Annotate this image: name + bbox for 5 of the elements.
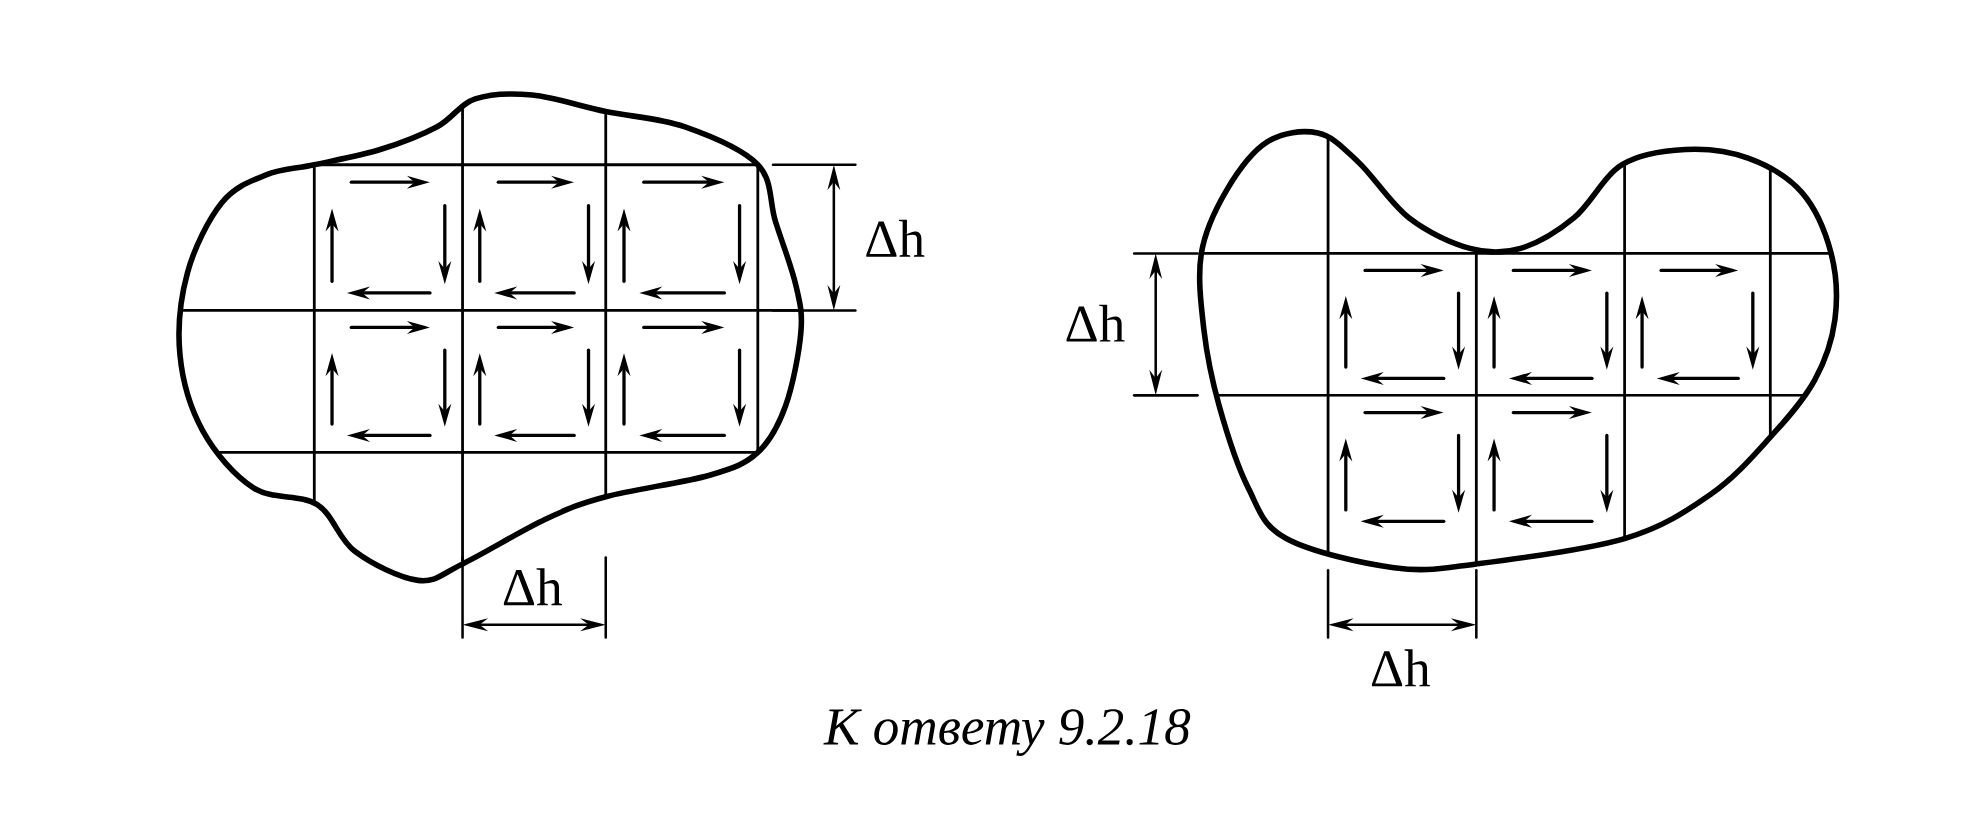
dimension-label: Δh <box>1371 649 1430 687</box>
caption: К ответу 9.2.18 <box>823 709 1191 756</box>
dimension-label: Δh <box>1066 304 1125 342</box>
dimension-label: Δh <box>503 568 562 606</box>
dimension-label: Δh <box>866 219 925 257</box>
